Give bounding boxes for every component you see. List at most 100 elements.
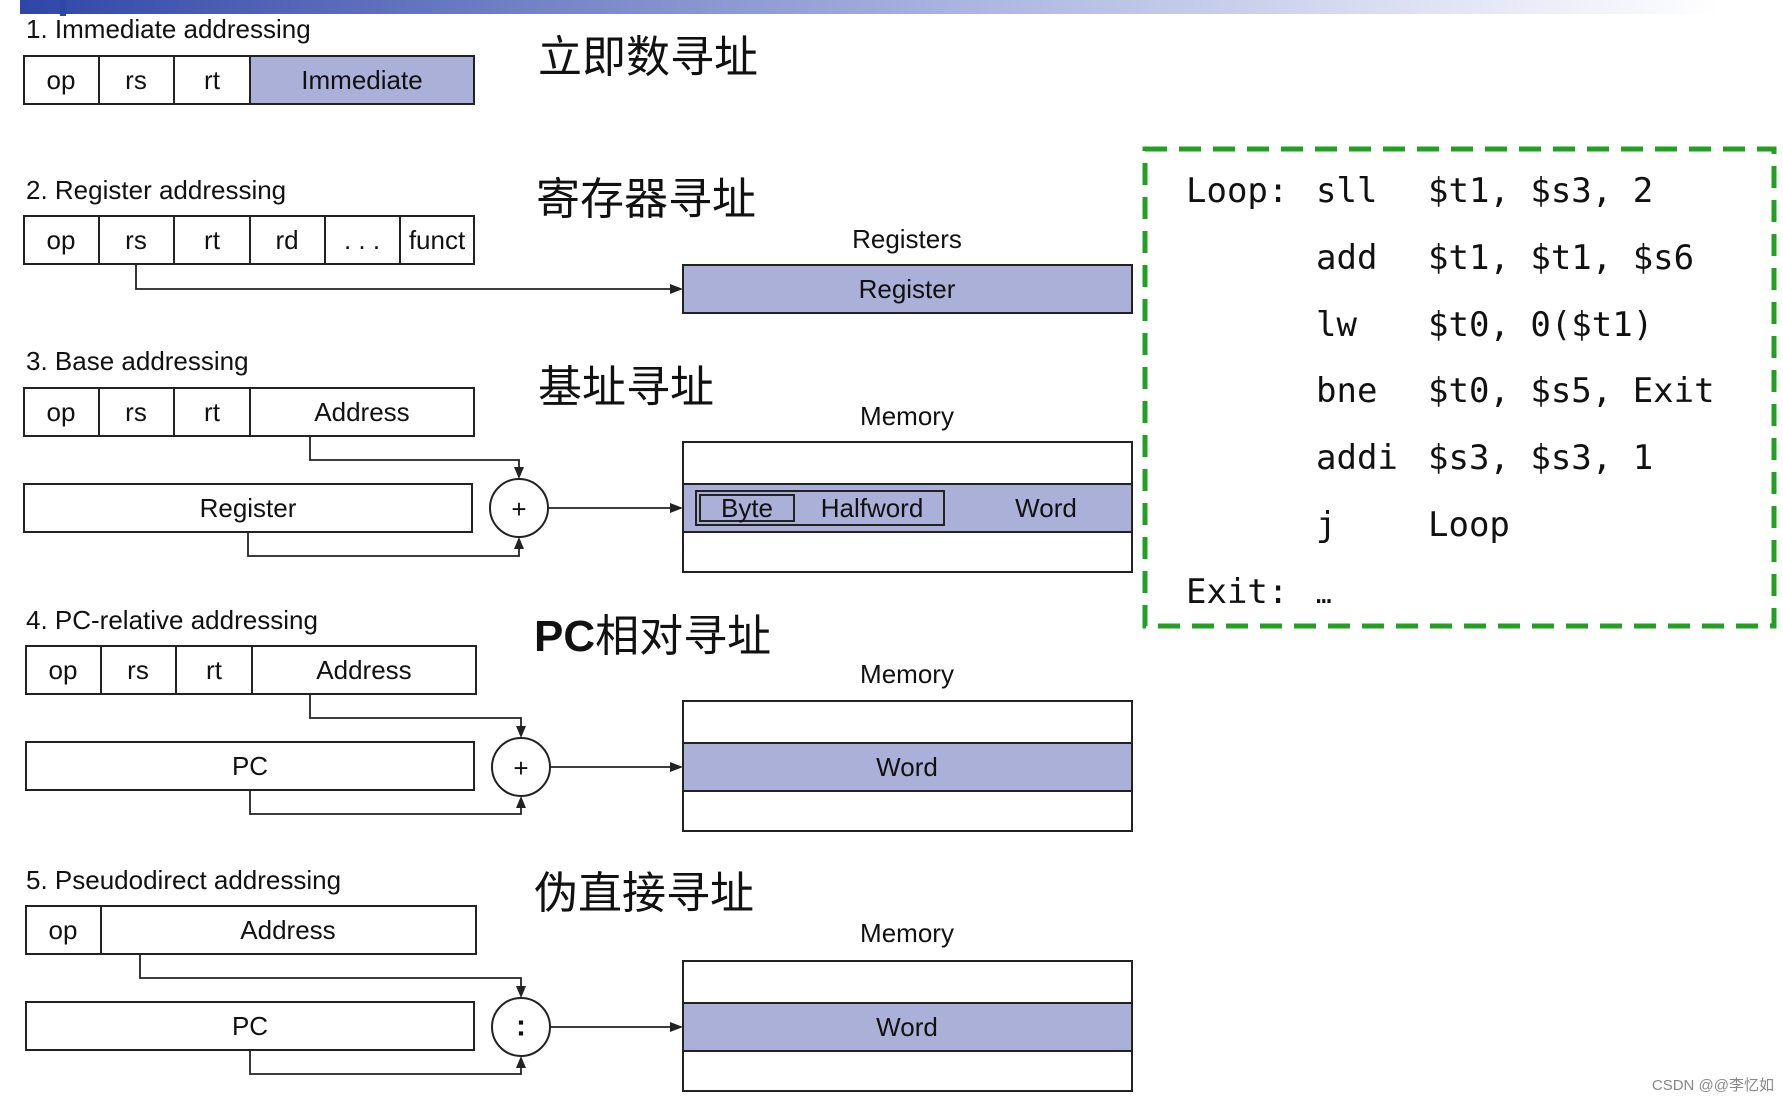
section-title: 3. Base addressing <box>26 346 249 376</box>
field-label: rt <box>204 225 221 255</box>
field-label: Address <box>314 397 409 427</box>
address-to-adder-wire <box>309 436 520 470</box>
arrowhead <box>516 796 526 808</box>
code-opcode: add <box>1316 238 1377 278</box>
word-label: Word <box>876 1012 938 1042</box>
word-label: Word <box>1015 493 1077 523</box>
code-label: Exit: <box>1186 572 1288 612</box>
field-op <box>23 215 100 265</box>
code-operands: $t1, $s3, 2 <box>1428 171 1653 211</box>
section-immediate-addressing: 1. Immediate addressing 立即数寻址 op rs rt I… <box>23 14 758 105</box>
field-rs <box>100 645 177 695</box>
operator-symbol: : <box>516 1010 526 1043</box>
watermark: CSDN @@李忆如 <box>1652 1077 1774 1094</box>
code-operands: $t1, $t1, $s6 <box>1428 238 1694 278</box>
code-opcode: j <box>1316 505 1336 545</box>
dashed-border <box>1142 146 1777 629</box>
memory-label: Memory <box>860 401 954 431</box>
register-box-label: Register <box>859 274 956 304</box>
field-label: op <box>47 65 76 95</box>
field-label: rt <box>204 65 221 95</box>
source-box-label: Register <box>200 493 297 523</box>
field-op <box>23 55 100 105</box>
field-label: op <box>49 915 78 945</box>
arrowhead <box>670 1022 683 1032</box>
field-label: op <box>49 655 78 685</box>
section-title: 2. Register addressing <box>26 175 286 205</box>
field-label: Address <box>240 915 335 945</box>
field-label: rs <box>125 225 147 255</box>
code-opcode: bne <box>1316 371 1377 411</box>
field-label: rs <box>127 655 149 685</box>
field-label: rd <box>275 225 298 255</box>
code-label: Loop: <box>1186 171 1288 211</box>
field-label: op <box>47 225 76 255</box>
code-operands: $t0, 0($t1) <box>1428 305 1653 345</box>
section-cn-title: 伪直接寻址 <box>534 868 754 919</box>
section-title: 5. Pseudodirect addressing <box>26 865 341 895</box>
arrowhead <box>516 1056 526 1068</box>
field-dots <box>324 215 401 265</box>
field-label: rs <box>125 65 147 95</box>
field-op <box>23 387 100 437</box>
registers-label: Registers <box>852 224 962 254</box>
section-cn-title: PC相对寻址 <box>534 611 771 662</box>
code-ellipsis: … <box>1316 580 1332 610</box>
section-pseudodirect-addressing: 5. Pseudodirect addressing 伪直接寻址 op Addr… <box>25 865 1133 1092</box>
section-base-addressing: 3. Base addressing 基址寻址 op rs rt Address… <box>23 346 1133 573</box>
source-box-label: PC <box>232 751 268 781</box>
field-label: . . . <box>344 225 380 255</box>
register-to-adder-wire <box>247 532 520 557</box>
arrowhead <box>514 467 524 479</box>
code-operands: $s3, $s3, 1 <box>1428 438 1653 478</box>
section-title: 1. Immediate addressing <box>26 14 311 44</box>
source-box-label: PC <box>232 1011 268 1041</box>
field-rd <box>249 215 326 265</box>
cn-title-bold: PC <box>534 612 595 661</box>
section-register-addressing: 2. Register addressing 寄存器寻址 op rs rt rd… <box>23 174 1133 314</box>
code-listing: Loop: sll $t1, $s3, 2 add $t1, $t1, $s6 … <box>1186 171 1715 612</box>
arrowhead <box>514 537 524 549</box>
byte-label: Byte <box>721 493 773 523</box>
arrowhead <box>516 986 526 998</box>
field-op <box>25 905 102 955</box>
code-opcode: sll <box>1316 171 1377 211</box>
section-pc-relative-addressing: 4. PC-relative addressing PC相对寻址 op rs r… <box>25 605 1133 832</box>
field-rt <box>175 645 253 695</box>
section-cn-title: 立即数寻址 <box>538 32 758 83</box>
arrowhead <box>670 284 683 294</box>
field-address <box>100 905 477 955</box>
field-address <box>249 387 475 437</box>
pc-to-concat-wire <box>249 1050 522 1075</box>
code-opcode: addi <box>1316 438 1398 478</box>
operator-symbol: + <box>511 494 526 524</box>
arrowhead <box>670 503 683 513</box>
address-to-concat-wire <box>139 954 522 989</box>
word-label: Word <box>876 752 938 782</box>
header-bar <box>20 0 1720 14</box>
memory-label: Memory <box>860 659 954 689</box>
field-label: funct <box>409 225 466 255</box>
field-label: Immediate <box>301 65 422 95</box>
pc-to-adder-wire <box>249 790 522 815</box>
arrowhead <box>516 726 526 738</box>
field-funct <box>399 215 475 265</box>
operator-symbol: + <box>513 753 528 783</box>
pc-box <box>25 741 475 791</box>
field-label: rt <box>206 655 223 685</box>
field-rs <box>98 387 175 437</box>
field-rs <box>98 55 175 105</box>
field-label: rt <box>204 397 221 427</box>
field-op <box>25 645 102 695</box>
field-label: op <box>47 397 76 427</box>
code-operands: Loop <box>1428 505 1510 545</box>
arrowhead <box>670 762 683 772</box>
field-label: rs <box>125 397 147 427</box>
field-rt <box>173 215 251 265</box>
cn-title-rest: 相对寻址 <box>595 611 771 662</box>
halfword-label: Halfword <box>821 493 924 523</box>
code-panel: Loop: sll $t1, $s3, 2 add $t1, $t1, $s6 … <box>1142 146 1777 629</box>
memory-word-row <box>682 1002 1133 1052</box>
source-register-box <box>23 483 473 533</box>
